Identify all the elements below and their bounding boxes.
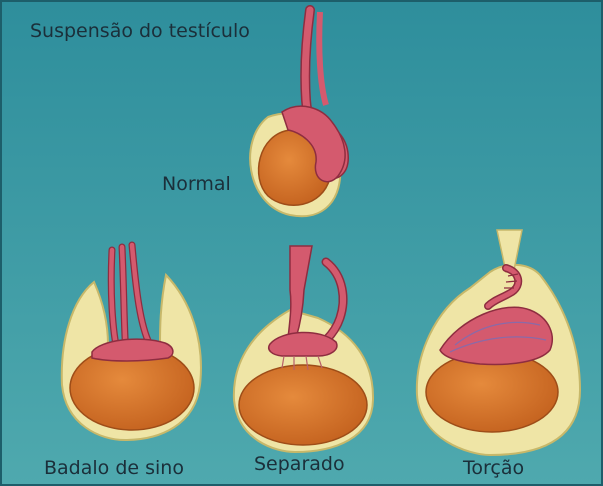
label-normal: Normal <box>162 175 231 194</box>
diagram-title: Suspensão do testículo <box>30 22 250 41</box>
label-separated: Separado <box>254 455 345 474</box>
label-bell-clapper: Badalo de sino <box>44 459 184 478</box>
label-torsion: Torção <box>463 459 524 478</box>
separated-testis <box>239 365 367 445</box>
